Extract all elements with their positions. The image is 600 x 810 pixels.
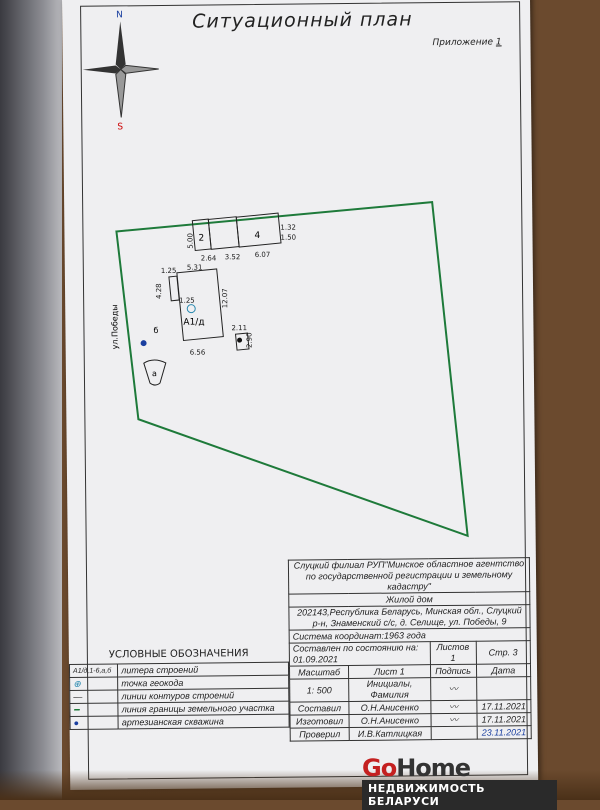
dim-label: 5.00	[186, 233, 194, 249]
building-label-4: 4	[254, 231, 260, 241]
signature: 〰	[430, 713, 477, 727]
land-boundary	[115, 201, 469, 538]
person-name: О.Н.Анисенко	[349, 713, 431, 728]
cellar-a	[143, 359, 167, 386]
watermark-logo: GoHome	[362, 754, 471, 782]
site-plan: N S 2 4 А1/д б а ул.Победы 2.64 3.52 6.0…	[82, 10, 469, 538]
title-block: Слуцкий филиал РУП"Минское областное аге…	[288, 557, 532, 742]
watermark-tagline: НЕДВИЖИМОСТЬ БЕЛАРУСИ	[362, 780, 557, 810]
dim-label: 2.64	[201, 254, 217, 262]
signature: 〰	[430, 700, 477, 714]
gohome-watermark: GoHome НЕДВИЖИМОСТЬ БЕЛАРУСИ	[362, 756, 557, 810]
sheet-label: Лист 1	[348, 664, 431, 679]
role: Проверил	[290, 727, 350, 742]
street-label: ул.Победы	[110, 304, 119, 349]
dim-label: 1.25	[161, 267, 177, 275]
dim-label: 4.28	[155, 283, 163, 299]
compass-north: N	[116, 10, 123, 20]
person-name: И.В.Катлицкая	[349, 726, 431, 741]
geocode-point-icon	[186, 304, 196, 314]
legend-title: УСЛОВНЫЕ ОБОЗНАЧЕНИЯ	[108, 648, 249, 661]
dim-label: 12.07	[221, 288, 229, 308]
page-number: Стр. 3	[475, 640, 531, 665]
dim-label: 2.11	[231, 324, 247, 332]
building-contours	[168, 212, 282, 351]
dim-label: 6.56	[190, 349, 206, 357]
adjacent-page	[0, 0, 62, 800]
boundary-line-icon: ━	[69, 702, 119, 717]
state-date: Составлен по состоянию на: 01.09.2021	[289, 641, 431, 667]
compass-rose-icon: N S	[82, 10, 159, 132]
building-label-main: А1/д	[183, 318, 204, 328]
signature: 〰	[430, 677, 477, 701]
well-icon: ●	[70, 715, 119, 730]
dim-label: 1.32	[280, 224, 296, 232]
date: 17.11.2021	[476, 712, 532, 727]
dim-label: 2.90	[245, 332, 253, 348]
role: Изготовил	[290, 714, 350, 729]
date: 23.11.2021	[476, 725, 532, 740]
org-name: Слуцкий филиал РУП"Минское областное аге…	[288, 557, 530, 595]
date: 17.11.2021	[476, 699, 531, 714]
legend-symbol: А1/д,1-6,а,б	[69, 663, 118, 678]
signature-label: Подпись	[430, 664, 477, 678]
compass-south: S	[117, 122, 123, 132]
names-label: Инициалы, Фамилия	[348, 677, 431, 702]
contour-line-icon: ―	[69, 689, 119, 704]
dim-label: 1.25	[179, 297, 195, 305]
sheets-count: Листов 1	[429, 641, 476, 665]
dim-label: 5.31	[187, 264, 203, 272]
date-label: Дата	[475, 663, 531, 678]
person-name: О.Н.Анисенко	[348, 700, 431, 715]
dim-label: 3.52	[225, 253, 241, 261]
dimension-labels: 2.64 3.52 6.07 1.25 5.31 1.25 6.56 2.11 …	[155, 224, 296, 357]
well-marker	[237, 337, 243, 343]
geocode-point-icon: ⊕	[69, 676, 118, 691]
document-sheet: Ситуационный план Приложение 1 N S 2 4 А…	[62, 0, 539, 790]
building-label-a: а	[152, 369, 157, 378]
scale-label: Масштаб	[289, 665, 349, 680]
role: Составил	[289, 701, 350, 716]
artesian-well-icon	[140, 340, 147, 347]
scale-value: 1: 500	[289, 678, 349, 703]
dim-label: 6.07	[255, 251, 271, 259]
legend-text: артезианская скважина	[118, 714, 290, 729]
address: 202143,Республика Беларусь, Минская обл.…	[288, 604, 531, 631]
building-label-2: 2	[198, 234, 204, 244]
building-label-b: б	[153, 326, 158, 335]
dim-label: 1.50	[280, 234, 296, 242]
